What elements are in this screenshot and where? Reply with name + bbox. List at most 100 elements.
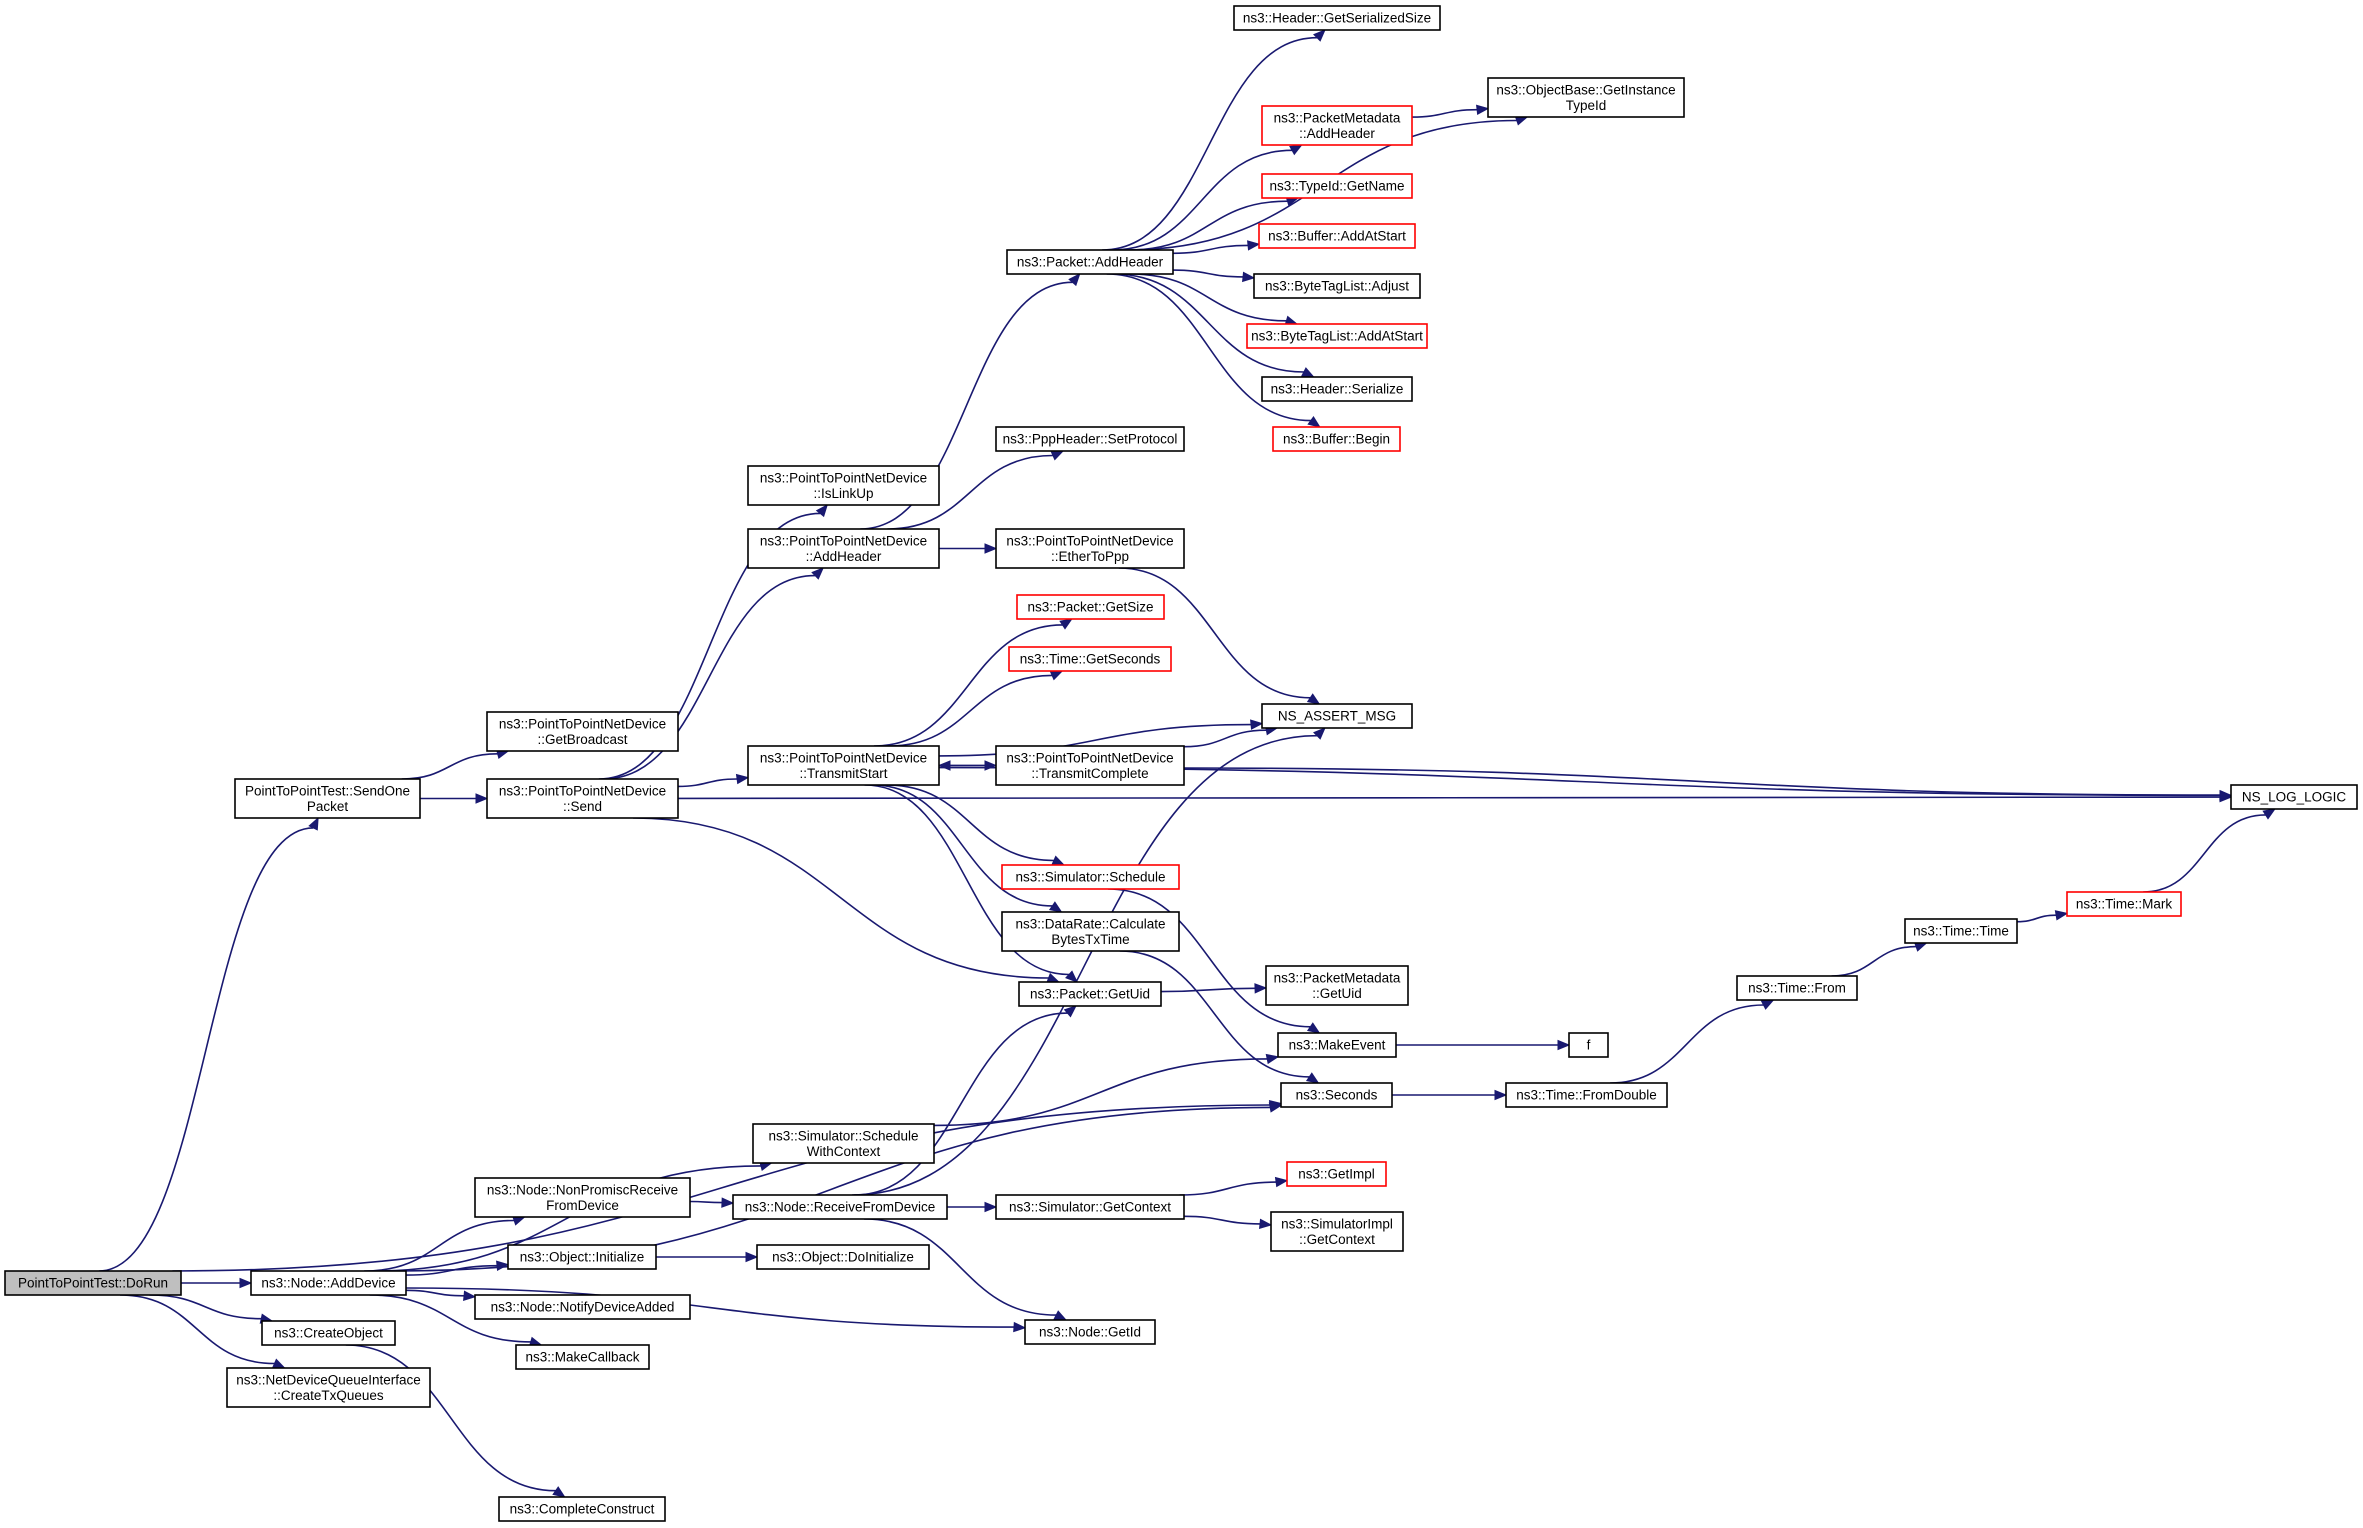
node-pmgetuid[interactable]: ns3::PacketMetadata::GetUid [1265, 965, 1409, 1006]
call-edge-objinit-to-doinit [656, 1251, 759, 1263]
arrowhead-icon [1250, 719, 1264, 730]
node-bufbegin[interactable]: ns3::Buffer::Begin [1272, 426, 1401, 452]
call-edge-sendone-to-getbroadcast [401, 748, 510, 780]
arrowhead-icon [463, 1290, 477, 1301]
node-dorun[interactable]: PointToPointTest::DoRun [4, 1270, 182, 1296]
node-makecallback[interactable]: ns3::MakeCallback [515, 1344, 650, 1370]
arrowhead-icon [1301, 367, 1315, 378]
node-simgetcontext[interactable]: ns3::Simulator::GetContext [995, 1194, 1185, 1220]
node-label: ns3::ObjectBase::GetInstance [1496, 82, 1675, 97]
call-edge-transmitstart-to-pktgetsize [873, 618, 1073, 747]
node-doinit[interactable]: ns3::Object::DoInitialize [756, 1244, 930, 1270]
node-box [1253, 273, 1421, 299]
node-pktgetuid[interactable]: ns3::Packet::GetUid [1018, 981, 1162, 1007]
node-pmaddheader[interactable]: ns3::PacketMetadata::AddHeader [1261, 105, 1413, 146]
node-timefrom[interactable]: ns3::Time::From [1736, 975, 1858, 1001]
node-label: ns3::PointToPointNetDevice [760, 750, 927, 765]
node-hdrgetsersize[interactable]: ns3::Header::GetSerializedSize [1233, 5, 1441, 31]
node-label: f [1587, 1038, 1591, 1053]
edge-line [872, 784, 1053, 907]
node-p2paddheader[interactable]: ns3::PointToPointNetDevice::AddHeader [747, 528, 940, 569]
node-objinit[interactable]: ns3::Object::Initialize [507, 1244, 657, 1270]
call-edge-seconds-to-timefromdouble [1391, 1089, 1508, 1101]
node-label: ns3::Time::GetSeconds [1020, 652, 1161, 667]
node-bufaddatstart[interactable]: ns3::Buffer::AddAtStart [1258, 223, 1416, 249]
node-f[interactable]: f [1568, 1032, 1609, 1058]
arrowhead-icon [552, 1486, 566, 1498]
edge-line [369, 1294, 531, 1343]
node-box [261, 1320, 396, 1346]
edge-line [864, 784, 1070, 976]
edge-line [405, 1289, 465, 1297]
node-box [2066, 891, 2182, 917]
arrowhead-icon [1259, 1218, 1273, 1229]
edge-line [1831, 945, 1917, 977]
node-seconds[interactable]: ns3::Seconds [1280, 1082, 1393, 1108]
node-timegetseconds[interactable]: ns3::Time::GetSeconds [1008, 646, 1172, 672]
node-timetime[interactable]: ns3::Time::Time [1904, 918, 2018, 944]
node-islinkup[interactable]: ns3::PointToPointNetDevice::IsLinkUp [747, 465, 940, 506]
call-edge-p2paddheader-to-pktaddheader [860, 272, 1081, 530]
node-hdrserialize[interactable]: ns3::Header::Serialize [1261, 376, 1413, 402]
edge-line [1113, 273, 1304, 373]
node-label: ns3::GetImpl [1298, 1167, 1375, 1182]
node-label: ns3::DataRate::Calculate [1015, 916, 1165, 931]
node-label: ns3::Header::GetSerializedSize [1243, 11, 1431, 26]
node-typeidgetname[interactable]: ns3::TypeId::GetName [1261, 173, 1413, 199]
node-label: ::GetBroadcast [537, 732, 627, 747]
arrowhead-icon [475, 793, 489, 804]
edge-line [1183, 767, 2221, 796]
node-transmitstart[interactable]: ns3::PointToPointNetDevice::TransmitStar… [747, 745, 940, 786]
node-box [752, 1123, 935, 1164]
node-ethertoppp[interactable]: ns3::PointToPointNetDevice::EtherToPpp [995, 528, 1185, 569]
node-box [747, 465, 940, 506]
call-edge-pktaddheader-to-btladjust [1172, 269, 1256, 283]
node-box [756, 1244, 930, 1270]
node-transmitcomplete[interactable]: ns3::PointToPointNetDevice::TransmitComp… [995, 745, 1185, 786]
node-getimpl[interactable]: ns3::GetImpl [1286, 1161, 1387, 1187]
edge-line [854, 1012, 1068, 1196]
node-nslog[interactable]: NS_LOG_LOGIC [2230, 784, 2358, 810]
node-completeconstruct[interactable]: ns3::CompleteConstruct [498, 1496, 666, 1522]
call-edge-timetime-to-timemark [2016, 910, 2069, 923]
node-pktaddheader[interactable]: ns3::Packet::AddHeader [1006, 249, 1174, 275]
node-receivefromdevice[interactable]: ns3::Node::ReceiveFromDevice [732, 1194, 948, 1220]
call-edge-datarate-to-seconds [1119, 950, 1320, 1084]
node-createobject[interactable]: ns3::CreateObject [261, 1320, 396, 1346]
node-label: ns3::MakeCallback [525, 1350, 639, 1365]
node-pppsetproto[interactable]: ns3::PppHeader::SetProtocol [995, 426, 1185, 452]
node-simschedule[interactable]: ns3::Simulator::Schedule [1001, 864, 1180, 890]
node-timemark[interactable]: ns3::Time::Mark [2066, 891, 2182, 917]
node-makeevent[interactable]: ns3::MakeEvent [1277, 1032, 1397, 1058]
node-box [1568, 1032, 1609, 1058]
node-createtxq[interactable]: ns3::NetDeviceQueueInterface::CreateTxQu… [226, 1367, 431, 1408]
node-label: ::TransmitComplete [1031, 766, 1148, 781]
node-nsassert[interactable]: NS_ASSERT_MSG [1261, 703, 1413, 729]
node-pktgetsize[interactable]: ns3::Packet::GetSize [1016, 594, 1165, 620]
edge-line [598, 512, 821, 780]
node-box [515, 1344, 650, 1370]
node-timefromdouble[interactable]: ns3::Time::FromDouble [1505, 1082, 1668, 1108]
node-nodegetid[interactable]: ns3::Node::GetId [1024, 1319, 1156, 1345]
edge-line [677, 778, 738, 788]
node-btladdatstart[interactable]: ns3::ByteTagList::AddAtStart [1246, 323, 1428, 349]
node-box [1001, 911, 1180, 952]
arrowhead-icon [2054, 910, 2069, 921]
node-label: ::Send [563, 799, 602, 814]
node-label: ns3::MakeEvent [1289, 1038, 1386, 1053]
node-box [732, 1194, 948, 1220]
arrowhead-icon [1268, 1102, 1283, 1113]
node-btladjust[interactable]: ns3::ByteTagList::Adjust [1253, 273, 1421, 299]
edges-layer [98, 29, 2277, 1498]
node-notifyadded[interactable]: ns3::Node::NotifyDeviceAdded [474, 1294, 691, 1320]
node-getbroadcast[interactable]: ns3::PointToPointNetDevice::GetBroadcast [486, 711, 679, 752]
node-send[interactable]: ns3::PointToPointNetDevice::Send [486, 778, 679, 819]
node-simimplgetctx[interactable]: ns3::SimulatorImpl::GetContext [1270, 1211, 1404, 1252]
edge-line [1108, 888, 1311, 1028]
node-adddevice[interactable]: ns3::Node::AddDevice [250, 1270, 407, 1296]
